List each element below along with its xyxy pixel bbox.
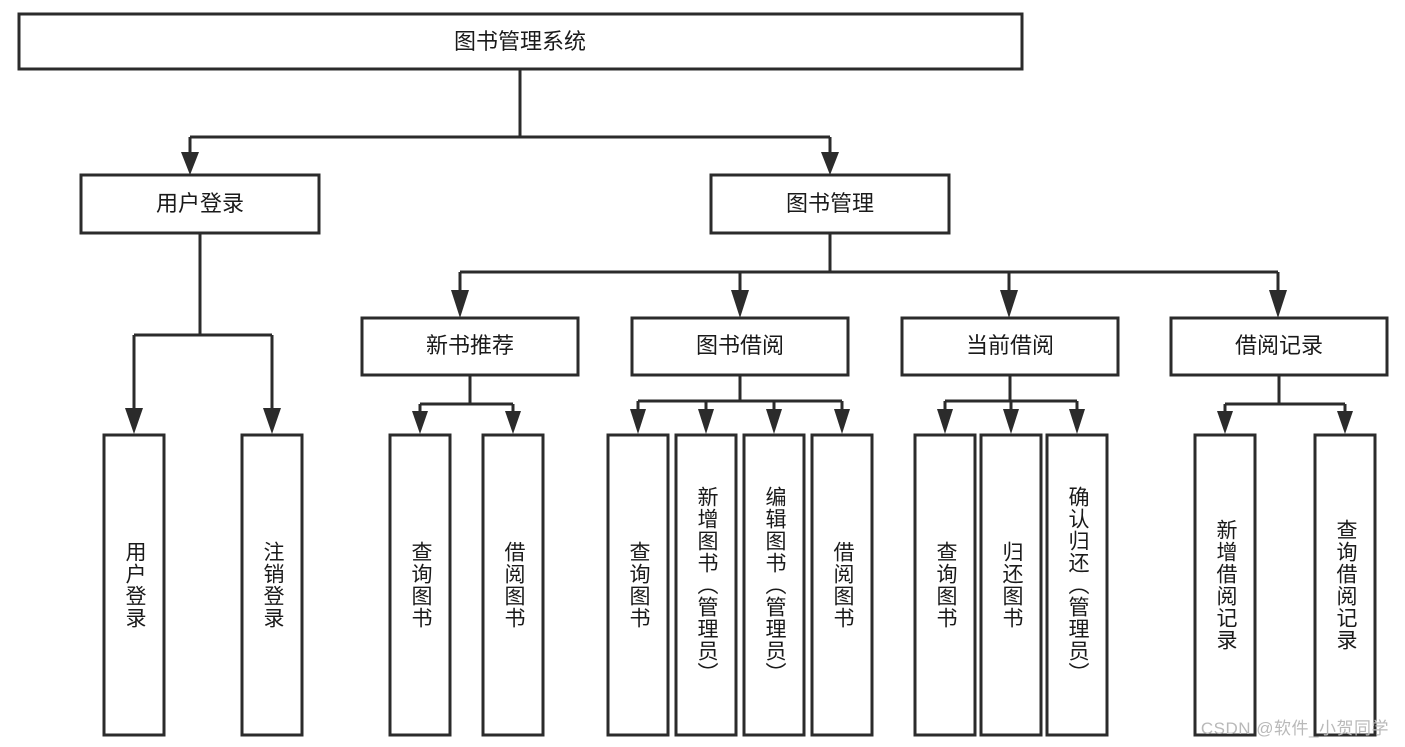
arrow-head-new-book bbox=[451, 290, 469, 318]
node-label-borrow-record: 借阅记录 bbox=[1235, 333, 1323, 358]
arrow-head-bookborrow-leaf-2 bbox=[698, 409, 714, 434]
arrow-head-borrowrecord-leaf-1 bbox=[1217, 411, 1233, 434]
watermark-text: CSDN @软件_小贺同学 bbox=[1200, 719, 1389, 738]
node-box-borrow-record[interactable] bbox=[1169, 316, 1389, 377]
arrow-head-borrow-record bbox=[1269, 290, 1287, 318]
arrow-head-newbook-leaf-1 bbox=[412, 411, 428, 434]
node-label-root: 图书管理系统 bbox=[454, 29, 586, 54]
node-box-leaf-logout[interactable] bbox=[240, 433, 304, 737]
arrow-head-user-login bbox=[181, 152, 199, 175]
node-box-leaf-bookborrow-query[interactable] bbox=[606, 433, 670, 737]
node-label-book-management: 图书管理 bbox=[786, 191, 874, 216]
node-box-leaf-currentborrow-confirm[interactable] bbox=[1045, 433, 1109, 737]
node-box-leaf-currentborrow-query[interactable] bbox=[913, 433, 977, 737]
node-box-root[interactable] bbox=[17, 12, 1024, 71]
node-box-leaf-newbook-borrow[interactable] bbox=[481, 433, 545, 737]
node-layer: 图书管理系统 用户登录 图书管理 新书推荐 图书借阅 当前借阅 借阅记录 bbox=[17, 12, 1389, 737]
node-box-user-login[interactable] bbox=[79, 173, 321, 235]
arrow-head-newbook-leaf-2 bbox=[505, 411, 521, 434]
arrow-head-bookborrow-leaf-4 bbox=[834, 409, 850, 434]
node-box-leaf-user-login[interactable] bbox=[102, 433, 166, 737]
node-box-current-borrow[interactable] bbox=[900, 316, 1120, 377]
arrow-head-currentborrow-leaf-3 bbox=[1069, 409, 1085, 434]
node-box-leaf-bookborrow-borrow[interactable] bbox=[810, 433, 874, 737]
node-label-current-borrow: 当前借阅 bbox=[966, 333, 1054, 358]
arrow-head-bookborrow-leaf-3 bbox=[766, 409, 782, 434]
arrow-head-leaf-user-login bbox=[125, 408, 143, 434]
arrow-head-borrowrecord-leaf-2 bbox=[1337, 411, 1353, 434]
arrow-head-current-borrow bbox=[1000, 290, 1018, 318]
arrow-head-currentborrow-leaf-1 bbox=[937, 409, 953, 434]
node-label-user-login: 用户登录 bbox=[156, 191, 244, 216]
node-box-leaf-record-add[interactable] bbox=[1193, 433, 1257, 737]
node-box-book-management[interactable] bbox=[709, 173, 951, 235]
arrow-head-currentborrow-leaf-2 bbox=[1003, 409, 1019, 434]
node-box-leaf-record-query[interactable] bbox=[1313, 433, 1377, 737]
node-label-new-book-recommend: 新书推荐 bbox=[426, 333, 514, 358]
node-label-book-borrow: 图书借阅 bbox=[696, 333, 784, 358]
node-box-book-borrow[interactable] bbox=[630, 316, 850, 377]
node-box-new-book-recommend[interactable] bbox=[360, 316, 580, 377]
node-box-leaf-bookborrow-add[interactable] bbox=[674, 433, 738, 737]
node-box-leaf-currentborrow-return[interactable] bbox=[979, 433, 1043, 737]
arrow-head-book-mgmt bbox=[821, 152, 839, 175]
connector-layer bbox=[125, 69, 1353, 434]
arrow-head-book-borrow bbox=[731, 290, 749, 318]
arrow-head-leaf-logout bbox=[263, 408, 281, 434]
node-box-leaf-newbook-query[interactable] bbox=[388, 433, 452, 737]
arrow-head-bookborrow-leaf-1 bbox=[630, 409, 646, 434]
node-box-leaf-bookborrow-edit[interactable] bbox=[742, 433, 806, 737]
